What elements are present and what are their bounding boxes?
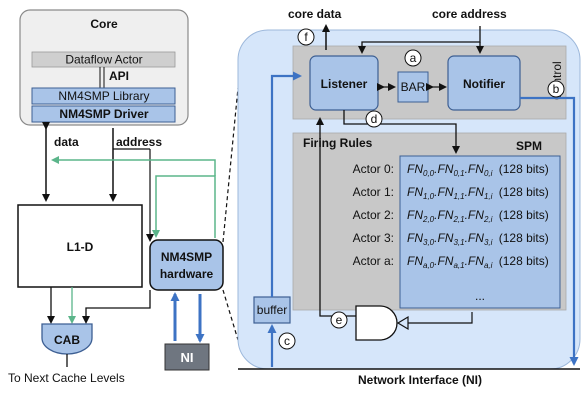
core-block: Core Dataflow Actor API NM4SMP Library N… — [19, 9, 189, 126]
firing-rule-1: FN1,0.FN1,1.FN1,i (128 bits) — [407, 185, 549, 201]
network-interface-label: Network Interface (NI) — [358, 373, 482, 387]
actor-rows: Actor 0: FN0,0.FN0,1.FN0,i (128 bits) Acto… — [353, 162, 549, 270]
firing-rules-label: Firing Rules — [303, 136, 373, 150]
marker-a-circle — [404, 49, 422, 67]
spm-ellipsis: ... — [475, 289, 485, 303]
spm-to-gate-arrow — [396, 312, 473, 331]
firing-rule-3: FN3,0.FN3,1.FN3,i (128 bits) — [407, 231, 549, 247]
nm4smp-hardware-block: NM4SMP hardware NI — [149, 239, 224, 371]
marker-d: d — [371, 112, 378, 126]
core-data-label: core data — [288, 7, 342, 21]
actor-label-4: Actor a: — [353, 254, 394, 268]
dataflow-actor-label: Dataflow Actor — [65, 53, 142, 67]
marker-f-circle — [297, 28, 315, 46]
l1d-block: L1-D — [17, 204, 143, 288]
bar-label: BAR — [401, 80, 426, 94]
l1d-label: L1-D — [67, 240, 94, 254]
zoom-line-top — [222, 87, 239, 243]
spm-box — [399, 155, 561, 309]
and-gate — [355, 305, 398, 341]
core-address-label: core address — [432, 7, 507, 21]
actor-label-0: Actor 0: — [353, 162, 394, 176]
core-title: Core — [90, 17, 118, 31]
actor-label-2: Actor 2: — [353, 208, 394, 222]
cab-gate: CAB To Next Cache Levels — [8, 287, 151, 385]
marker-f: f — [304, 30, 308, 44]
listener-label: Listener — [321, 77, 368, 91]
address-label: address — [116, 135, 162, 149]
marker-d-circle — [365, 110, 383, 128]
cab-label: CAB — [54, 333, 80, 347]
actor-label-3: Actor 3: — [353, 231, 394, 245]
actor-label-1: Actor 1: — [353, 185, 394, 199]
marker-e-circle — [330, 311, 348, 329]
data-label: data — [54, 135, 79, 149]
detail-panel: Control Listener BAR Notifier core data … — [237, 7, 581, 387]
zoom-line-bottom — [222, 289, 239, 341]
marker-a: a — [410, 51, 417, 65]
next-levels-label: To Next Cache Levels — [8, 371, 125, 385]
firing-rule-0: FN0,0.FN0,1.FN0,i (128 bits) — [407, 162, 549, 178]
driver-label: NM4SMP Driver — [59, 107, 148, 121]
firing-rule-2: FN2,0.FN2,1.FN2,i (128 bits) — [407, 208, 549, 224]
spm-label: SPM — [516, 139, 542, 153]
marker-e: e — [336, 313, 343, 327]
marker-c-circle — [278, 332, 296, 350]
step-markers: a b c d e f — [278, 28, 565, 350]
hw-line1: NM4SMP — [161, 250, 212, 264]
notifier-label: Notifier — [463, 77, 505, 91]
library-label: NM4SMP Library — [58, 89, 149, 103]
marker-b: b — [553, 82, 560, 96]
marker-c: c — [284, 334, 290, 348]
marker-b-circle — [547, 80, 565, 98]
hw-line2: hardware — [160, 267, 214, 281]
api-label: API — [109, 69, 129, 83]
firing-rule-4: FNa,0.FNa,1.FNa,i (128 bits) — [407, 254, 549, 270]
ni-box-label: NI — [181, 350, 194, 365]
core-cache-arrows: data address — [42, 122, 216, 242]
buffer-label: buffer — [257, 303, 287, 317]
